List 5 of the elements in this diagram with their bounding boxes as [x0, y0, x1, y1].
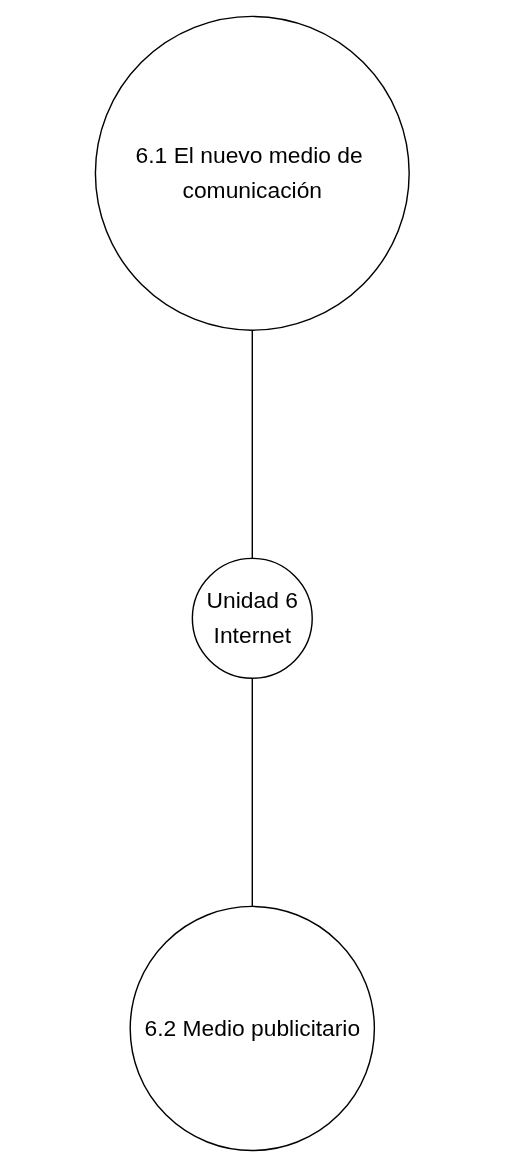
- node-circle: 6.2 Medio publicitario: [129, 905, 376, 1152]
- node-circle: Unidad 6 Internet: [191, 557, 314, 679]
- connector: [251, 329, 254, 560]
- node-circle: 6.1 El nuevo medio de comunicación: [94, 15, 411, 331]
- connector: [251, 677, 254, 908]
